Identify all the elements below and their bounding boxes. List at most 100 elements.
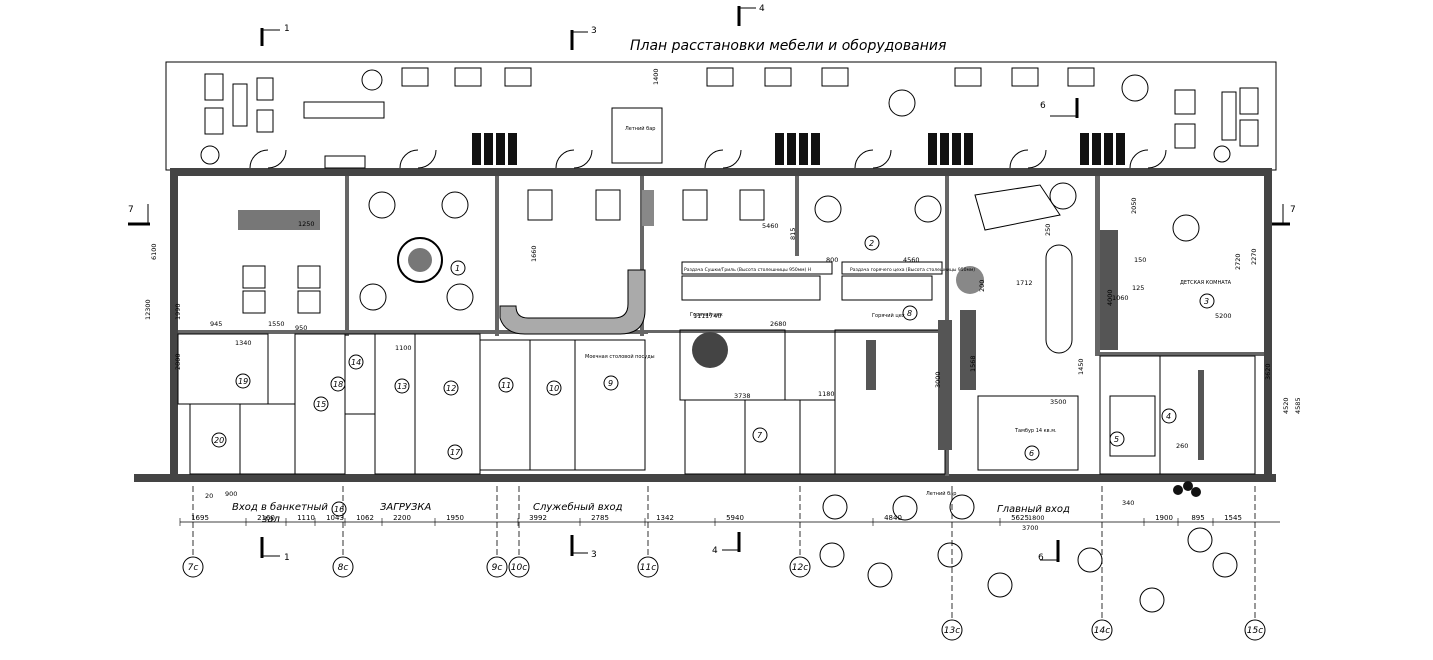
- dim-label: 1990: [174, 303, 182, 320]
- svg-text:4: 4: [712, 546, 718, 556]
- dim-label: 2200: [393, 514, 411, 522]
- section-mark-top-4: 4: [737, 4, 765, 26]
- dim-label: 4000: [1106, 289, 1114, 306]
- dim-label: 1712: [1016, 279, 1033, 287]
- label-hot-shop-2: Горячий цех: [872, 312, 905, 319]
- dim-label: 950: [295, 324, 307, 332]
- svg-text:16: 16: [334, 505, 344, 514]
- dim-label: 3738: [734, 392, 751, 400]
- svg-text:18: 18: [333, 380, 343, 389]
- dim-label: 1450: [1077, 358, 1085, 375]
- dim-label: 1110: [297, 514, 315, 522]
- dim-label: 1900: [1155, 514, 1173, 522]
- round-column: [956, 266, 984, 294]
- terrace-tables: [200, 67, 1259, 169]
- dim-label: 1400: [652, 68, 660, 85]
- column-hall: [642, 190, 654, 226]
- axis-bubble: [789, 556, 811, 578]
- dim-label: 2160: [257, 514, 275, 522]
- room-numbers: 1 2 3 4 5 6 7 8 9 10 11 12 13 14 15 16 1…: [211, 235, 1215, 517]
- svg-text:9: 9: [608, 379, 613, 388]
- axis-label: 9c: [492, 563, 503, 573]
- dim-label: 20: [205, 492, 213, 500]
- dim-label: 3992: [529, 514, 547, 522]
- axis-bubble: [637, 556, 659, 578]
- svg-text:17: 17: [450, 448, 461, 457]
- svg-text:7: 7: [1290, 205, 1296, 215]
- dim-label: 150: [1134, 256, 1146, 264]
- dim-label: 5460: [762, 222, 779, 230]
- section-mark-top-3: 3: [570, 26, 597, 50]
- label-entrance-banquet: Вход в банкетный: [232, 501, 328, 513]
- terrace-panels: [472, 133, 1125, 165]
- svg-text:2: 2: [869, 239, 874, 248]
- dim-label: 3700: [1022, 524, 1039, 532]
- svg-text:3: 3: [1204, 297, 1209, 306]
- label-entrance-banquet2: зал: [262, 514, 280, 525]
- svg-text:7: 7: [757, 431, 763, 440]
- svg-text:1: 1: [284, 24, 290, 34]
- svg-text:6: 6: [1029, 449, 1034, 458]
- dim-label: 1568: [969, 355, 977, 372]
- svg-text:5: 5: [1114, 435, 1119, 444]
- axis-label: 10c: [511, 563, 527, 573]
- label-summer-bar: Летний бар: [625, 125, 655, 132]
- label-children-room: ДЕТСКАЯ КОМНАТА: [1180, 280, 1232, 286]
- section-mark-left-7: 7: [128, 204, 150, 226]
- svg-text:4: 4: [1166, 412, 1171, 421]
- svg-text:7: 7: [128, 205, 134, 215]
- shaft-details: [866, 230, 1204, 460]
- kids-slide: [1045, 244, 1073, 354]
- label-service-entrance: Служебный вход: [533, 501, 623, 513]
- svg-text:3: 3: [591, 26, 597, 36]
- dim-label: 1695: [191, 514, 209, 522]
- section-mark-6-upper: 6: [1040, 98, 1079, 118]
- piano-shape: [974, 184, 1061, 231]
- dim-label: 815: [789, 228, 797, 240]
- dim-label: 2270: [1250, 248, 1258, 265]
- dim-label: 1550: [268, 320, 285, 328]
- axis-bubble: [182, 556, 204, 578]
- dim-label: 3620: [1264, 363, 1272, 380]
- plan-title: План расстановки мебели и оборудования: [630, 38, 946, 54]
- label-distribution1: Раздача Сушки/Гриль (Высота столешницы 9…: [684, 267, 811, 273]
- svg-text:19: 19: [238, 377, 248, 386]
- label-main-entrance: Главный вход: [997, 504, 1070, 515]
- dim-label: 900: [225, 490, 237, 498]
- dim-label: 1043: [326, 514, 344, 522]
- dim-label: 3000: [934, 371, 942, 388]
- svg-text:10: 10: [549, 384, 559, 393]
- dim-label: 2720: [1234, 253, 1242, 270]
- dim-label: 5940: [726, 514, 744, 522]
- axis-label: 15c: [1247, 626, 1263, 636]
- dim-label: 1060: [1112, 294, 1129, 302]
- terrace-doors: [249, 149, 1167, 169]
- fan-unit: [692, 332, 728, 368]
- axis-label: 12c: [792, 563, 808, 573]
- dim-label: 340: [1122, 499, 1134, 507]
- section-mark-top-1: 1: [260, 24, 290, 46]
- shrub-cluster: [1173, 481, 1201, 497]
- dim-label: 2680: [770, 320, 787, 328]
- dim-label: 895: [1191, 514, 1204, 522]
- dim-label: 1180: [818, 390, 835, 398]
- axis-bubble: [486, 556, 508, 578]
- dim-label: 6100: [150, 243, 158, 260]
- dim-label: 945: [210, 320, 222, 328]
- label-summer-bar-2: Летний бар: [926, 490, 956, 497]
- distribution-strips: [681, 261, 943, 301]
- section-mark-bottom-3: 3: [570, 535, 597, 560]
- dim-label: 2785: [591, 514, 609, 522]
- dim-label: 800: [826, 256, 838, 264]
- dim-label: 1950: [446, 514, 464, 522]
- dim-label: 1342: [656, 514, 674, 522]
- round-feature: [397, 237, 443, 283]
- label-distribution2: Раздача горячего цеха (Высота столешницы…: [850, 267, 975, 273]
- dim-label: 12300: [144, 299, 152, 320]
- dim-label: 250: [1044, 224, 1052, 236]
- svg-text:14: 14: [351, 358, 361, 367]
- label-loading: ЗАГРУЗКА: [380, 502, 431, 513]
